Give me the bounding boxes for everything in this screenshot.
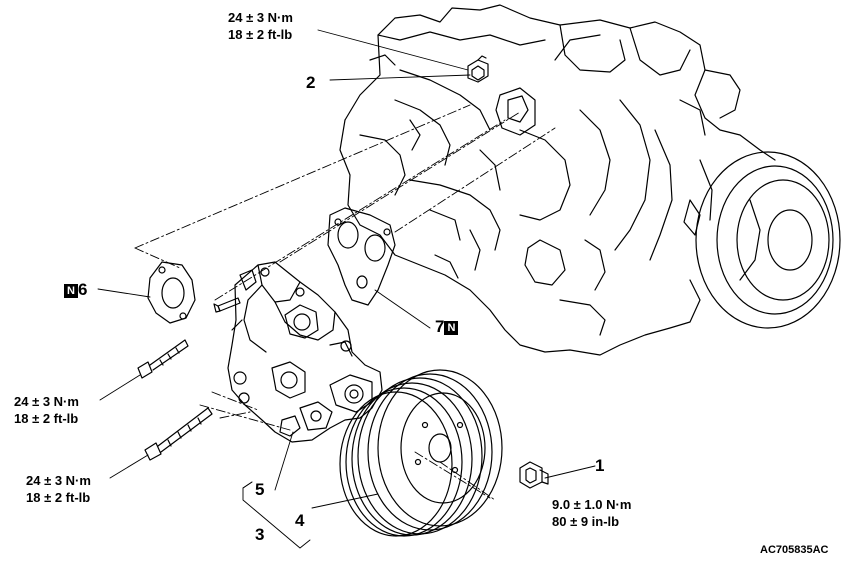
torque-spec-top: 24 ± 3 N·m 18 ± 2 ft-lb — [228, 9, 293, 43]
pulley-bolt-part-1 — [519, 461, 549, 489]
torque-spec-low: 24 ± 3 N·m 18 ± 2 ft-lb — [26, 472, 91, 506]
stud-bolt — [213, 297, 241, 313]
callout-3: 3 — [255, 525, 265, 544]
bolt-low — [144, 407, 213, 461]
callout-5: 5 — [255, 480, 265, 499]
figure-code: AC705835AC — [760, 544, 829, 556]
torque-imperial: 18 ± 2 ft-lb — [26, 490, 91, 505]
callout-1: 1 — [595, 456, 605, 475]
callout-7: 7 — [435, 317, 445, 336]
leader-lines — [97, 29, 596, 549]
torque-metric: 24 ± 3 N·m — [228, 10, 293, 25]
bolt-mid — [137, 339, 189, 379]
callout-6: 6 — [78, 280, 88, 299]
alignment-lines — [134, 104, 556, 501]
new-part-badge: N — [444, 321, 459, 335]
torque-spec-pulley-bolt: 9.0 ± 1.0 N·m 80 ± 9 in-lb — [552, 496, 631, 530]
engine-block — [339, 4, 841, 356]
torque-imperial: 18 ± 2 ft-lb — [228, 27, 293, 42]
torque-metric: 24 ± 3 N·m — [14, 394, 79, 409]
nut-part-2 — [467, 55, 489, 83]
water-pump-part-5 — [227, 261, 383, 443]
pulley-part-4 — [339, 369, 503, 537]
torque-spec-mid: 24 ± 3 N·m 18 ± 2 ft-lb — [14, 393, 79, 427]
callout-2: 2 — [306, 73, 316, 92]
new-part-badge: N — [64, 284, 78, 298]
torque-imperial: 80 ± 9 in-lb — [552, 514, 620, 529]
gasket-part-7 — [327, 207, 396, 306]
callout-4: 4 — [295, 511, 305, 530]
torque-metric: 9.0 ± 1.0 N·m — [552, 497, 632, 512]
torque-metric: 24 ± 3 N·m — [26, 473, 91, 488]
torque-imperial: 18 ± 2 ft-lb — [14, 411, 79, 426]
gasket-part-6 — [147, 261, 196, 324]
